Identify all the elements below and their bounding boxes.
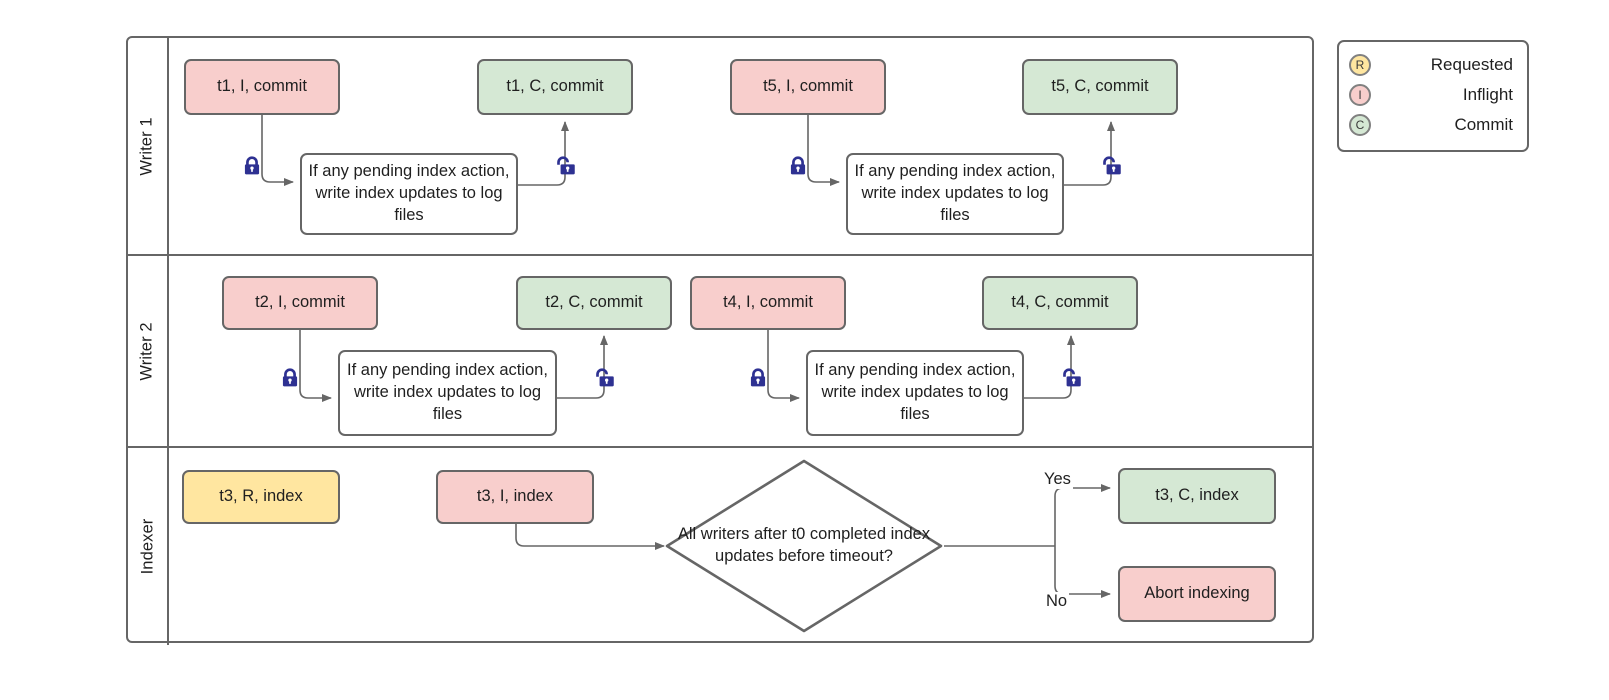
lane-label-indexer: Indexer — [138, 518, 156, 575]
node-indexer-requested[interactable]: t3, R, index — [182, 470, 340, 524]
node-w2-process-left[interactable]: If any pending index action, write index… — [338, 350, 557, 436]
lane-label-writer-2: Writer 2 — [138, 321, 157, 381]
legend-badge-letter-r: R — [1355, 58, 1365, 72]
node-indexer-commit[interactable]: t3, C, index — [1118, 468, 1276, 524]
legend-badge-letter-i: I — [1358, 88, 1362, 102]
legend-badge-inflight: I — [1349, 84, 1371, 106]
legend-label-requested: Requested — [1430, 55, 1513, 74]
lane-indexer: Indexer — [128, 446, 1312, 645]
node-w1-t5-commit[interactable]: t5, C, commit — [1022, 59, 1178, 115]
lock-closed-icon-w2-right — [750, 368, 766, 387]
legend-badge-requested: R — [1349, 54, 1371, 76]
legend-panel: R Requested I Inflight C Commit — [1337, 40, 1529, 152]
lock-open-icon-w2-right — [1063, 368, 1081, 387]
node-w2-t2-commit[interactable]: t2, C, commit — [516, 276, 672, 330]
node-w1-t1-inflight[interactable]: t1, I, commit — [184, 59, 340, 115]
decision-diamond-shape — [665, 459, 943, 633]
node-indexer-inflight[interactable]: t3, I, index — [436, 470, 594, 524]
node-w2-t2-inflight[interactable]: t2, I, commit — [222, 276, 378, 330]
lock-open-icon-w1-right — [1103, 156, 1121, 175]
lane-writer-1: Writer 1 — [128, 38, 1312, 254]
lock-closed-icon-w1-left — [244, 156, 260, 175]
node-w1-process-left[interactable]: If any pending index action, write index… — [300, 153, 518, 235]
legend-item-requested: R Requested — [1349, 50, 1513, 80]
lock-open-icon-w1-left — [557, 156, 575, 175]
node-indexer-abort[interactable]: Abort indexing — [1118, 566, 1276, 622]
node-w2-t4-commit[interactable]: t4, C, commit — [982, 276, 1138, 330]
edge-label-no: No — [1044, 592, 1070, 611]
lane-header-writer-2: Writer 2 — [128, 256, 169, 446]
legend-item-commit: C Commit — [1349, 110, 1513, 140]
legend-badge-commit: C — [1349, 114, 1371, 136]
node-w1-t5-inflight[interactable]: t5, I, commit — [730, 59, 886, 115]
lock-closed-icon-w1-right — [790, 156, 806, 175]
lock-open-icon-w2-left — [596, 368, 614, 387]
node-w1-t1-commit[interactable]: t1, C, commit — [477, 59, 633, 115]
node-w1-process-right[interactable]: If any pending index action, write index… — [846, 153, 1064, 235]
lock-closed-icon-w2-left — [282, 368, 298, 387]
node-indexer-decision[interactable]: All writers after t0 completed index upd… — [664, 458, 944, 634]
edge-label-yes: Yes — [1042, 470, 1073, 489]
lane-writer-2: Writer 2 — [128, 254, 1312, 446]
lane-label-writer-1: Writer 1 — [138, 116, 157, 176]
node-w2-t4-inflight[interactable]: t4, I, commit — [690, 276, 846, 330]
decision-label-text: All writers after t0 completed index upd… — [677, 525, 931, 565]
legend-label-commit: Commit — [1454, 115, 1513, 134]
lane-header-indexer: Indexer — [128, 448, 169, 645]
lane-header-writer-1: Writer 1 — [128, 38, 169, 254]
legend-item-inflight: I Inflight — [1349, 80, 1513, 110]
decision-label: All writers after t0 completed index upd… — [664, 458, 944, 634]
legend-label-inflight: Inflight — [1462, 85, 1513, 104]
legend-badge-letter-c: C — [1355, 118, 1365, 132]
node-w2-process-right[interactable]: If any pending index action, write index… — [806, 350, 1024, 436]
